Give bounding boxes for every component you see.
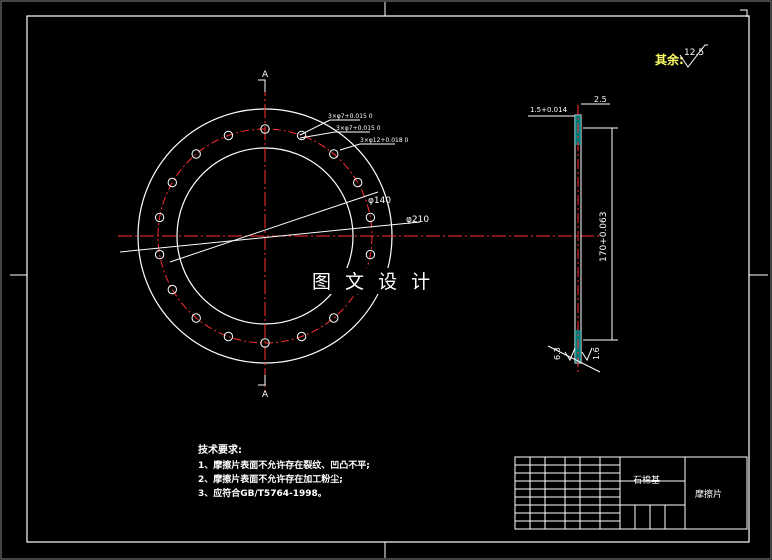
side-dim-dia: 170+0.063 bbox=[599, 212, 609, 262]
roughness-symbol bbox=[679, 44, 708, 68]
bolt-hole bbox=[167, 177, 178, 188]
side-dim-thick: 2.5 bbox=[594, 95, 607, 104]
side-tol-left: 6.3 bbox=[553, 347, 562, 360]
bolt-hole bbox=[260, 124, 270, 134]
bolt-hole bbox=[260, 338, 270, 348]
bolt-hole bbox=[191, 313, 201, 323]
bolt-hole bbox=[353, 177, 363, 188]
hole-callout-2: 3×φ7+0.015 0 bbox=[336, 125, 381, 132]
bolt-hole bbox=[329, 313, 339, 323]
dim-dia210: φ210 bbox=[406, 215, 429, 225]
roughness-label: 其余: bbox=[655, 52, 684, 67]
hole-callout-1: 3×φ7+0.015 0 bbox=[328, 113, 373, 120]
dim-dia140: φ140 bbox=[368, 196, 391, 206]
side-dim-top: 1.5+0.014 bbox=[530, 106, 568, 114]
bolt-hole bbox=[365, 212, 376, 223]
bolt-hole bbox=[296, 130, 307, 141]
section-mark-bottom bbox=[258, 375, 266, 386]
leader-dia210 bbox=[119, 221, 421, 253]
leader-hole-1 bbox=[299, 119, 331, 136]
technical-notes: 技术要求: 1、摩擦片表面不允许存在裂纹、凹凸不平; 2、摩擦片表面不允许存在加… bbox=[198, 443, 370, 499]
roughness-value: 12.5 bbox=[684, 48, 704, 58]
bolt-hole bbox=[329, 149, 339, 159]
bolt-hole bbox=[167, 284, 178, 295]
section-label-top: A bbox=[262, 70, 269, 80]
leader-hole-3 bbox=[339, 143, 361, 151]
bolt-hole bbox=[154, 212, 165, 223]
notes-title: 技术要求: bbox=[198, 443, 242, 456]
bolt-hole bbox=[223, 130, 234, 141]
bolt-hole bbox=[191, 149, 201, 159]
title-part-name: 摩擦片 bbox=[695, 488, 722, 500]
watermark-backdrop bbox=[300, 268, 460, 294]
watermark: 图 文 设 计 bbox=[312, 271, 434, 293]
side-view: 170+0.063 1.5+0.014 2.5 6.3 1.6 bbox=[528, 95, 618, 373]
leader-hole-2 bbox=[299, 131, 336, 139]
title-material: 石棉基 bbox=[633, 474, 660, 486]
bolt-hole bbox=[365, 249, 376, 260]
bolt-hole bbox=[154, 249, 165, 260]
side-tol-right: 1.6 bbox=[592, 347, 601, 360]
leader-dia140 bbox=[169, 191, 379, 263]
title-block bbox=[514, 456, 748, 530]
section-mark-top bbox=[258, 79, 266, 92]
note-1: 1、摩擦片表面不允许存在裂纹、凹凸不平; bbox=[198, 459, 370, 471]
bolt-hole bbox=[223, 331, 234, 342]
note-2: 2、摩擦片表面不允许存在加工粉尘; bbox=[198, 473, 343, 485]
bolt-hole bbox=[296, 331, 307, 342]
section-label-bottom: A bbox=[262, 390, 269, 400]
inner-frame bbox=[26, 15, 750, 543]
finish-mark-left bbox=[564, 347, 576, 362]
hole-callout-3: 3×φ12+0.018 0 bbox=[360, 137, 409, 144]
note-3: 3、应符合GB/T5764-1998。 bbox=[198, 487, 327, 499]
corner-mark bbox=[740, 9, 748, 17]
front-view: A A φ140 φ210 3×φ7+0.015 0 3×φ7+0.015 0 … bbox=[118, 70, 600, 400]
finish-mark-right bbox=[581, 347, 593, 362]
